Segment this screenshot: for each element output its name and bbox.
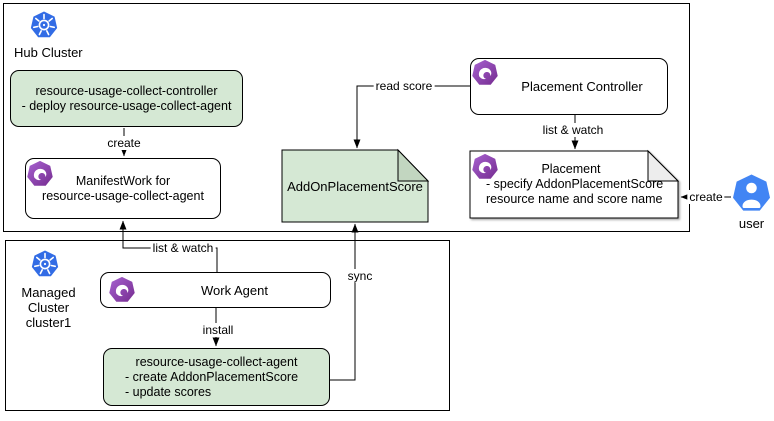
- placement-controller-title: Placement Controller: [521, 79, 643, 94]
- controller-node: [10, 70, 243, 127]
- managed-cluster-id: cluster1: [25, 315, 72, 330]
- edge-label-list-watch-manifestwork: list & watch: [150, 241, 216, 255]
- agent-title: resource-usage-collect-agent: [135, 354, 298, 369]
- controller-text: resource-usage-collect-controller - depl…: [10, 70, 243, 127]
- managed-cluster-name: Managed Cluster: [21, 285, 76, 315]
- placement-controller-node: [470, 58, 668, 115]
- edge-label-list-watch-placement: list & watch: [540, 123, 606, 137]
- manifestwork-text: ManifestWork for resource-usage-collect-…: [25, 158, 221, 219]
- controller-detail: - deploy resource-usage-collect-agent: [21, 98, 232, 113]
- edge-label-read-score: read score: [373, 79, 435, 93]
- edge-label-create-manifestwork: create: [105, 136, 143, 150]
- user-label: user: [738, 216, 765, 231]
- managed-cluster-label: Managed Cluster cluster1: [1, 285, 96, 330]
- controller-title: resource-usage-collect-controller: [35, 83, 218, 98]
- user-icon: [733, 174, 770, 211]
- managed-cluster-boundary: [5, 240, 450, 411]
- placement-detail-1: - specify AddonPlacementScore: [486, 177, 664, 191]
- agent-detail-2: - update scores: [125, 384, 212, 399]
- work-agent-node: [100, 272, 331, 308]
- addonplacementscore-text: AddOnPlacementScore: [282, 150, 428, 222]
- manifestwork-title: ManifestWork for: [75, 173, 171, 188]
- placement-title: Placement: [541, 162, 601, 176]
- placement-controller-text: Placement Controller: [470, 58, 668, 115]
- edge-label-user-create: create: [687, 190, 725, 204]
- agent-text: resource-usage-collect-agent - create Ad…: [103, 348, 330, 406]
- hub-cluster-label: Hub Cluster: [14, 45, 83, 60]
- work-agent-text: Work Agent: [100, 272, 331, 308]
- placement-text: Placement - specify AddonPlacementScore …: [470, 153, 678, 216]
- placement-detail-2: resource name and score name: [486, 192, 663, 206]
- addonplacementscore-title: AddOnPlacementScore: [287, 178, 423, 194]
- work-agent-title: Work Agent: [201, 282, 268, 298]
- manifestwork-detail: resource-usage-collect-agent: [42, 188, 204, 203]
- manifestwork-node: [25, 158, 221, 219]
- agent-node: [103, 348, 330, 406]
- edge-label-sync: sync: [345, 269, 375, 283]
- agent-detail-1: - create AddonPlacementScore: [125, 369, 299, 384]
- edge-label-install: install: [200, 323, 236, 337]
